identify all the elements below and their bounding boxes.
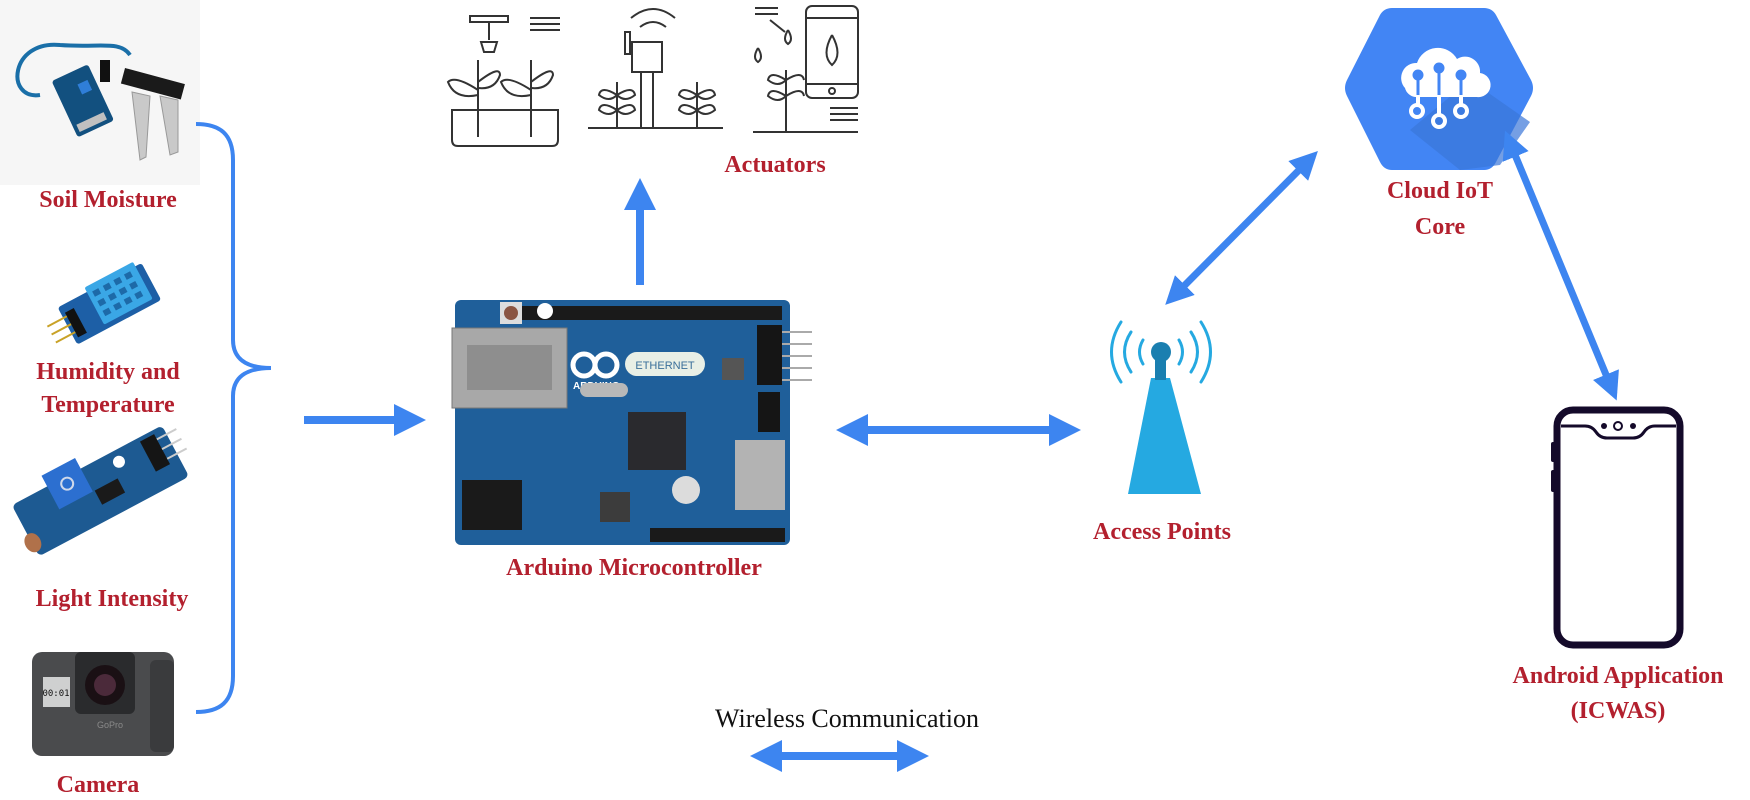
sensor-label-light-intensity: Light Intensity	[36, 586, 189, 612]
camera-display: 00:01	[42, 689, 69, 699]
camera-brand: GoPro	[97, 720, 123, 730]
sensor-group-brace	[195, 122, 272, 714]
actuators-label: Actuators	[724, 152, 825, 178]
light-intensity-sensor-icon	[13, 427, 188, 555]
sprinkler-plants-icon	[446, 15, 560, 147]
cloud-iot-core-icon	[1345, 8, 1533, 170]
android-phone-icon	[1551, 406, 1684, 649]
sensor-label-temperature: Temperature	[41, 392, 175, 418]
humidity-temperature-sensor-icon	[46, 262, 161, 344]
access-point-tower-icon	[1110, 320, 1212, 494]
cloud-label-line1: Cloud IoT	[1387, 178, 1493, 204]
sensor-label-humidity: Humidity and	[36, 359, 180, 385]
cloud-android-arrow	[1502, 130, 1619, 401]
android-label-line2: (ICWAS)	[1571, 698, 1666, 724]
android-label-line1: Android Application	[1513, 663, 1724, 689]
camera-icon: 00:01 GoPro	[32, 652, 174, 756]
soil-sensor-plants-icon	[588, 8, 723, 129]
arduino-label: Arduino Microcontroller	[506, 555, 762, 581]
sensor-label-camera: Camera	[57, 772, 140, 798]
access-point-label: Access Points	[1093, 519, 1231, 545]
legend-wireless-label: Wireless Communication	[715, 704, 979, 733]
arduino-ethernet-badge: ETHERNET	[635, 360, 695, 372]
soil-moisture-sensor-icon	[0, 0, 200, 185]
arduino-board-icon: ARDUINO ETHERNET	[451, 300, 812, 545]
sensor-label-soil-moisture: Soil Moisture	[39, 187, 177, 213]
smartphone-watering-icon	[753, 5, 859, 133]
access-point-cloud-arrow	[1165, 151, 1318, 305]
cloud-label-line2: Core	[1415, 214, 1466, 240]
